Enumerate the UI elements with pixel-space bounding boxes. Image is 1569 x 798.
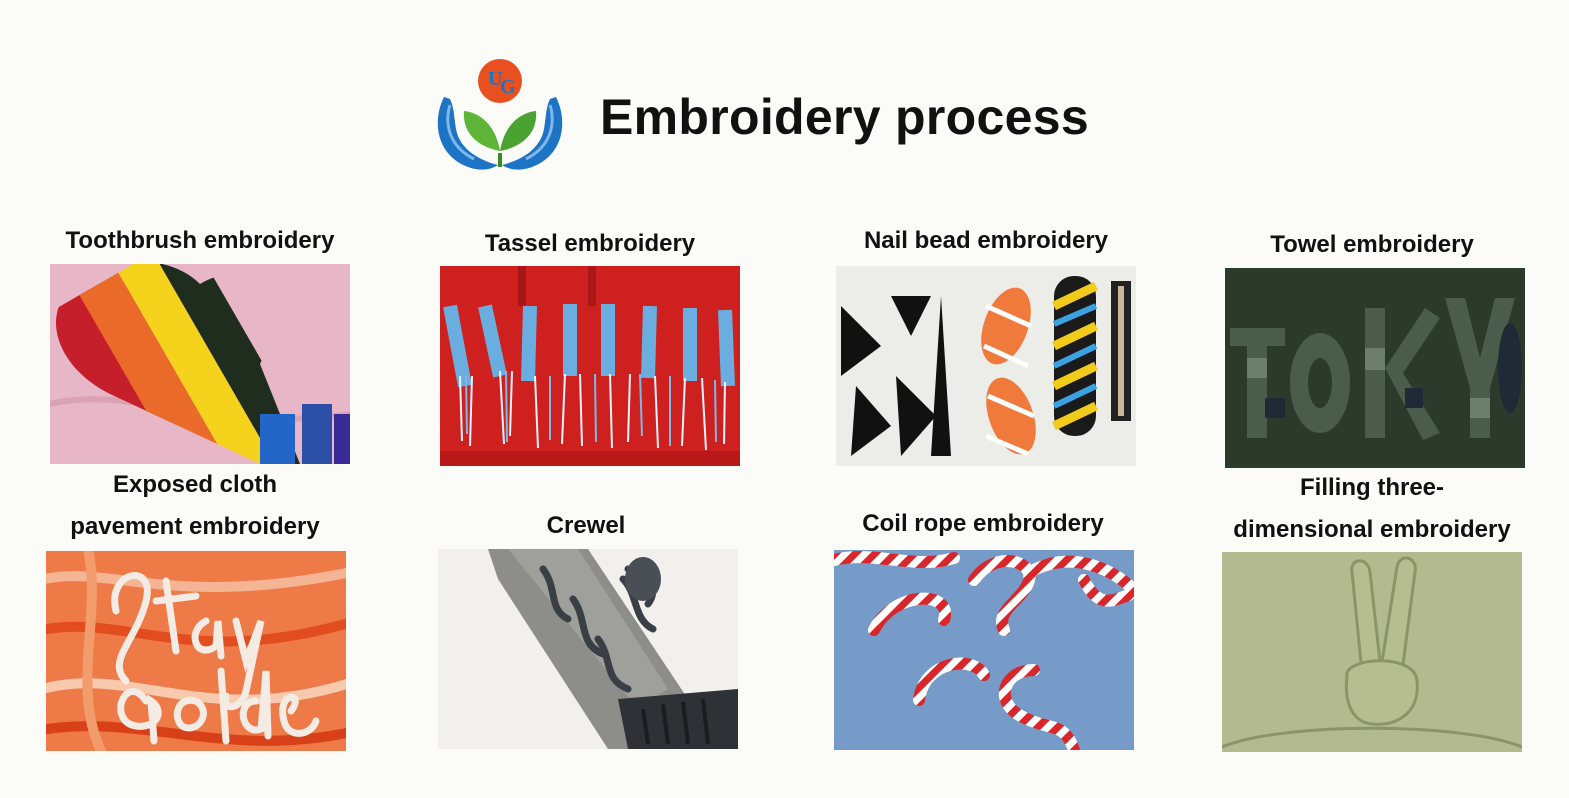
label-tassel-embroidery: Tassel embroidery (484, 230, 696, 257)
photo-orange-stay-golden-lettering (46, 551, 346, 751)
photo-red-white-rope-on-denim (834, 550, 1134, 750)
photo-beaded-letters-on-white (836, 266, 1136, 466)
photo-rainbow-heart-chenille-patch (50, 264, 350, 464)
label-nail-bead-embroidery: Nail bead embroidery (863, 227, 1109, 254)
logo-letter-g: G (500, 76, 516, 98)
photo-green-tokyo-towel-letters (1225, 268, 1525, 468)
label-coil-rope-embroidery: Coil rope embroidery (862, 510, 1104, 537)
page-title: Embroidery process (600, 89, 1089, 145)
label-exposed-cloth-pavement-embroidery: Exposed cloth pavement embroidery (70, 471, 320, 540)
photo-red-hoodie-new-york-tassels (440, 266, 740, 466)
photo-green-embossed-peace-hand (1222, 552, 1522, 752)
hands-leaves-logo: U G (430, 55, 570, 175)
label-filling-three-dimensional-embroidery: Filling three- dimensional embroidery (1233, 474, 1511, 543)
label-crewel: Crewel (546, 512, 626, 539)
logo-letter-u: U (488, 68, 502, 90)
label-toothbrush-embroidery: Toothbrush embroidery (65, 227, 335, 254)
label-towel-embroidery: Towel embroidery (1270, 231, 1474, 258)
photo-grey-crewel-stitch-on-white (438, 549, 738, 749)
